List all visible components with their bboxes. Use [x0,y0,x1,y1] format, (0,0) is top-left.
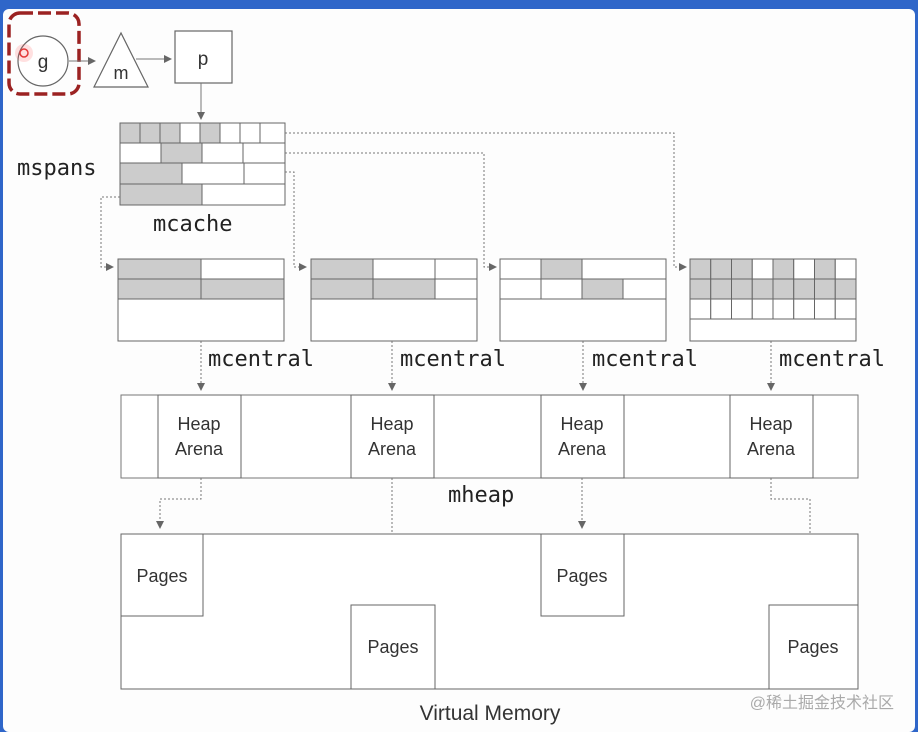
heap-arena-4-line2: Arena [747,439,796,459]
mcentral-label-1: mcentral [208,347,314,372]
mcache-block [119,122,286,206]
pages-3-label: Pages [556,566,607,586]
mspan-cell [814,278,836,300]
mcentral-3 [499,258,667,342]
mcentral-to-arena-arrows [197,341,775,391]
heap-arena-1-line1: Heap [177,414,220,434]
heap-arena-3: Heap Arena [540,394,625,479]
mspan-cell [793,278,815,300]
mspan-cell [689,298,712,320]
mcentral-label-2: mcentral [400,347,506,372]
heap-arena-1-line2: Arena [175,439,224,459]
g-highlight-box[interactable] [7,11,81,96]
m-label: m [114,63,129,83]
mspan-cell [731,278,753,300]
mspan-cell [834,258,857,280]
mcentral-label-3: mcentral [592,347,698,372]
pages-4-label: Pages [787,637,838,657]
g-label: g [38,52,49,73]
heap-arena-4-line1: Heap [749,414,792,434]
mcache-label: mcache [153,212,232,237]
heap-arena-4: Heap Arena [729,394,814,479]
mcentral-1 [117,258,285,342]
mspan-cell [772,298,795,320]
mspan-cell [793,298,815,320]
mspan-cell [689,278,712,300]
m-node [93,31,149,88]
pages-1-label: Pages [136,566,187,586]
mspans-label: mspans [17,156,96,181]
go-memory-allocator-diagram: g m p mspans mcache [7,11,894,725]
mspan-cell [834,298,857,320]
mcentral-label-4: mcentral [779,347,885,372]
heap-arena-2-line1: Heap [370,414,413,434]
mspan-cell [834,278,857,300]
mspan-cell [793,258,815,280]
pages-2: Pages [350,604,436,690]
heap-arena-3-line2: Arena [558,439,607,459]
g-node [17,35,69,87]
virtual-memory-label: Virtual Memory [420,702,561,725]
cursor-indicator [19,48,29,58]
virtual-memory-block [120,533,859,690]
pages-1: Pages [120,533,204,617]
mspan-cell [814,298,836,320]
heap-arena-1: Heap Arena [157,394,242,479]
mspan-cell [772,278,795,300]
mspan-cell [772,258,795,280]
pages-2-label: Pages [367,637,418,657]
mspan-cell [751,298,774,320]
p-node [174,30,233,84]
diagram-canvas: g m p mspans mcache [3,9,915,732]
mspan-cell [731,298,753,320]
mspan-cell [751,258,774,280]
mheap-label: mheap [448,483,514,508]
mspan-cell [689,258,712,280]
watermark: @稀土掘金技术社区 [750,694,894,712]
mcentral-4 [689,258,857,342]
mspan-cell [710,258,732,280]
mcache-to-mcentral-connectors [100,132,687,271]
heap-arena-2: Heap Arena [350,394,435,479]
mspan-cell [731,258,753,280]
pages-4: Pages [768,604,859,690]
cursor-glow [15,44,33,62]
pages-3: Pages [540,533,625,617]
mspan-cell [814,258,836,280]
mspan-cell [710,278,732,300]
mcentral-2 [310,258,478,342]
heap-arena-3-line1: Heap [560,414,603,434]
heap-arena-2-line2: Arena [368,439,417,459]
mspan-cell [751,278,774,300]
p-label: p [198,49,209,70]
mspan-cell [710,298,732,320]
